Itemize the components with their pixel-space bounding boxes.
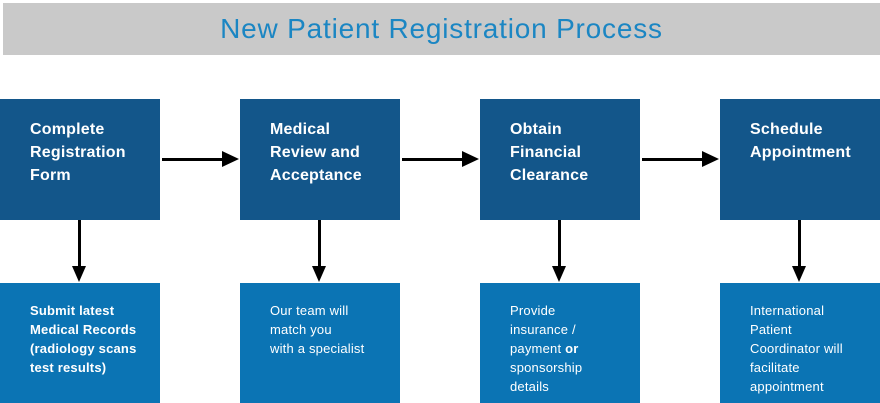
arrow-right-icon-2 bbox=[402, 151, 479, 167]
arrow-down-icon-4 bbox=[792, 220, 806, 282]
arrow-down-icon-1 bbox=[72, 220, 86, 282]
step-title: Medical Review and Acceptance bbox=[270, 121, 362, 184]
detail-box-submit-medical-records: Submit latest Medical Records (radiology… bbox=[0, 283, 160, 403]
detail-text: Provide insurance / payment or sponsorsh… bbox=[510, 303, 583, 394]
arrow-right-icon-3 bbox=[642, 151, 719, 167]
page-title: New Patient Registration Process bbox=[220, 13, 663, 44]
header-band: New Patient Registration Process bbox=[3, 3, 880, 55]
detail-text: Our team will match you with a specialis… bbox=[270, 303, 365, 356]
detail-box-match-with-specialist: Our team will match you with a specialis… bbox=[240, 283, 400, 403]
step-title: Complete Registration Form bbox=[30, 121, 126, 184]
arrow-down-icon-3 bbox=[552, 220, 566, 282]
step-title: Schedule Appointment bbox=[750, 121, 851, 161]
detail-box-coordinator-facilitates: International Patient Coordinator will f… bbox=[720, 283, 880, 403]
arrow-right-icon-1 bbox=[162, 151, 239, 167]
detail-box-provide-insurance-details: Provide insurance / payment or sponsorsh… bbox=[480, 283, 640, 403]
step-box-medical-review-and-acceptance: Medical Review and Acceptance bbox=[240, 99, 400, 220]
step-box-schedule-appointment: Schedule Appointment bbox=[720, 99, 880, 220]
step-box-complete-registration-form: Complete Registration Form bbox=[0, 99, 160, 220]
detail-text: International Patient Coordinator will f… bbox=[750, 303, 843, 394]
step-box-obtain-financial-clearance: Obtain Financial Clearance bbox=[480, 99, 640, 220]
step-title: Obtain Financial Clearance bbox=[510, 121, 589, 184]
detail-text: Submit latest Medical Records (radiology… bbox=[30, 303, 137, 375]
arrow-down-icon-2 bbox=[312, 220, 326, 282]
